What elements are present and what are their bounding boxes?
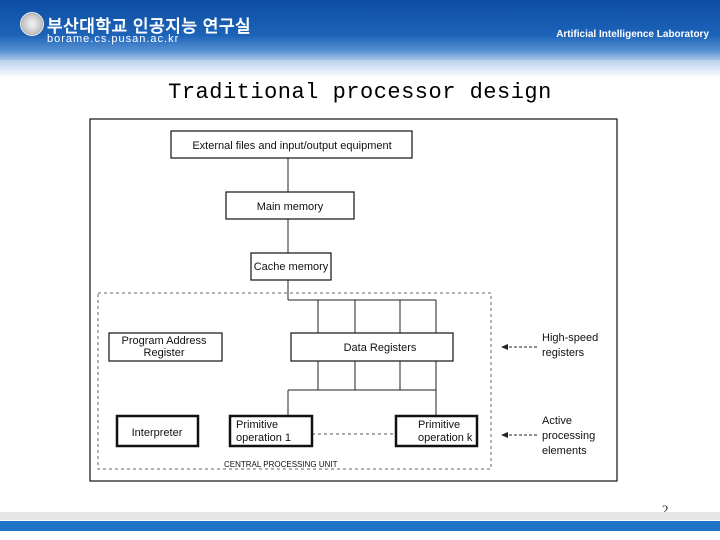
slide-title: Traditional processor design <box>168 80 552 105</box>
active-label-line2: processing <box>542 430 595 442</box>
program-address-register-box <box>108 332 223 362</box>
cache-memory-label: Cache memory <box>254 261 329 273</box>
main-memory-label: Main memory <box>257 201 324 213</box>
active-label-line1: Active <box>542 415 572 427</box>
diagram-frame <box>89 118 618 482</box>
lab-english-name: Artificial Intelligence Laboratory <box>556 29 709 40</box>
header-banner <box>0 0 720 64</box>
cpu-boundary <box>97 292 492 470</box>
primitive-opk-label-line2: operation k <box>418 432 473 444</box>
primitive-operation-k-box <box>394 414 479 448</box>
page-number: 2 <box>662 502 669 517</box>
data-registers-box <box>290 332 454 362</box>
cache-memory-box <box>250 252 332 281</box>
primitive-operation-1-box <box>228 414 314 448</box>
footer-bottom-band <box>0 531 720 540</box>
interpreter-box <box>115 414 200 448</box>
program-address-label-line1: Program Address <box>122 335 207 347</box>
external-files-label: External files and input/output equipmen… <box>192 140 391 152</box>
interpreter-label: Interpreter <box>132 427 183 439</box>
lab-name: 부산대학교 인공지능 연구실 <box>47 17 252 36</box>
university-seal-icon <box>20 12 44 36</box>
primitive-op1-label-line1: Primitive <box>236 419 278 431</box>
cpu-label: CENTRAL PROCESSING UNIT <box>224 460 338 469</box>
header-gradient-strip <box>0 60 720 78</box>
lab-url[interactable]: borame.cs.pusan.ac.kr <box>47 33 180 45</box>
footer-blue-bar <box>0 521 720 531</box>
program-address-label-line2: Register <box>144 347 185 359</box>
primitive-opk-label-line1: Primitive <box>418 419 460 431</box>
main-memory-box <box>225 191 355 220</box>
primitive-op1-label-line2: operation 1 <box>236 432 291 444</box>
data-registers-label: Data Registers <box>344 342 417 354</box>
active-label-line3: elements <box>542 445 587 457</box>
high-speed-label-line1: High-speed <box>542 332 598 344</box>
external-files-box <box>170 130 413 159</box>
high-speed-label-line2: registers <box>542 347 585 359</box>
footer-light-bar <box>0 512 720 520</box>
